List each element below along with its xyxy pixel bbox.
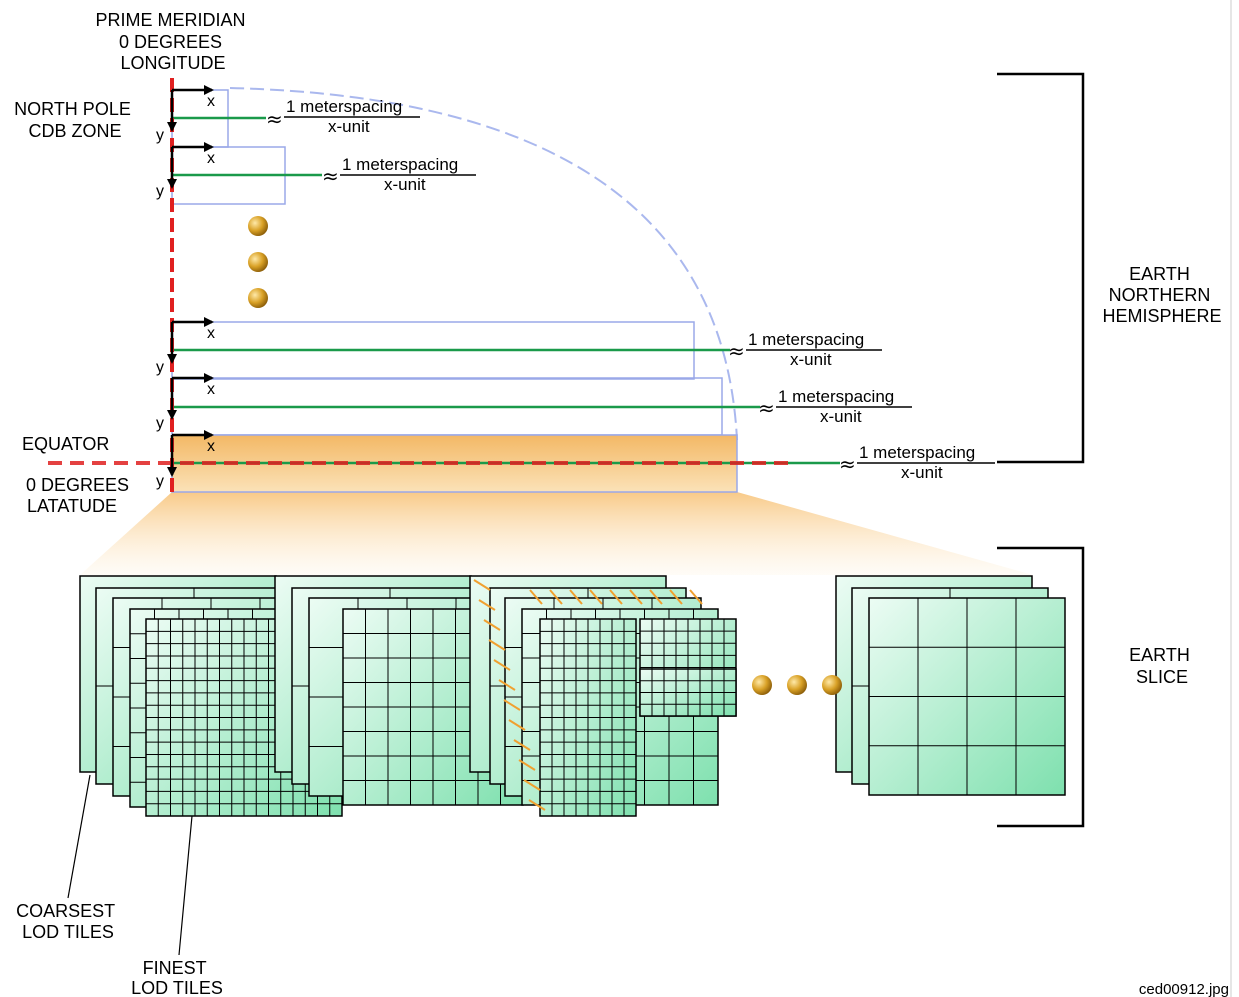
- ratio-annotation-2: ≈ 1 meterspacing x-unit: [322, 155, 476, 194]
- ratio-annotation-1: ≈ 1 meterspacing x-unit: [266, 97, 420, 136]
- ratio-denominator: x-unit: [328, 117, 370, 136]
- prime-meridian-label: PRIME MERIDIAN 0 DEGREES LONGITUDE: [95, 10, 250, 73]
- ratio-numerator: 1 meterspacing: [778, 387, 894, 406]
- approx-symbol: ≈: [322, 164, 339, 188]
- horizontal-ellipsis: [752, 675, 842, 695]
- axis-arrows: [167, 85, 214, 477]
- ratio-numerator: 1 meterspacing: [748, 330, 864, 349]
- axis-y-label: y: [156, 415, 164, 432]
- ratio-annotation-3: ≈ 1 meterspacing x-unit: [728, 330, 882, 369]
- right-tile-front-left-gridlines: [540, 619, 636, 816]
- axis-x-label: x: [207, 93, 215, 110]
- finest-leader: [178, 815, 193, 956]
- axis-x-label: x: [207, 150, 215, 167]
- projection-glow: [80, 492, 1033, 575]
- axis-x-label: x: [207, 381, 215, 398]
- slice-bracket: [997, 546, 1085, 828]
- slice-label: EARTH SLICE: [1129, 645, 1195, 687]
- hemisphere-bracket: [997, 72, 1085, 464]
- axis-x-label: x: [207, 325, 215, 342]
- axis-y-label: y: [156, 359, 164, 376]
- approx-symbol: ≈: [266, 107, 283, 131]
- ratio-denominator: x-unit: [790, 350, 832, 369]
- ratio-denominator: x-unit: [901, 463, 943, 482]
- equator-label: EQUATOR: [22, 434, 109, 454]
- right-tile-front-step-gridlines: [640, 669, 736, 716]
- approx-symbol: ≈: [728, 339, 745, 363]
- coarsest-label: COARSEST LOD TILES: [16, 901, 120, 942]
- axis-y-label: y: [156, 183, 164, 200]
- latitude-label: 0 DEGREES LATATUDE: [26, 475, 134, 516]
- hemisphere-label: EARTH NORTHERN HEMISPHERE: [1102, 264, 1221, 326]
- ratio-numerator: 1 meterspacing: [342, 155, 458, 174]
- approx-symbol: ≈: [839, 452, 856, 476]
- slice-end-tile-front-gridlines: [869, 598, 1065, 795]
- coarsest-leader: [67, 774, 91, 899]
- approx-symbol: ≈: [758, 396, 775, 420]
- ratio-denominator: x-unit: [820, 407, 862, 426]
- ratio-annotation-5: ≈ 1 meterspacing x-unit: [839, 443, 995, 482]
- ratio-numerator: 1 meterspacing: [859, 443, 975, 462]
- ratio-numerator: 1 meterspacing: [286, 97, 402, 116]
- axis-x-label: x: [207, 438, 215, 455]
- lod-tile-stacks: [79, 575, 1066, 817]
- ratio-annotation-4: ≈ 1 meterspacing x-unit: [758, 387, 912, 426]
- vertical-ellipsis: [248, 216, 268, 308]
- finest-label: FINEST LOD TILES: [131, 958, 223, 997]
- ratio-denominator: x-unit: [384, 175, 426, 194]
- edge-highlight-ticks: [473, 579, 703, 811]
- filename-label: ced00912.jpg: [1139, 981, 1229, 997]
- axis-y-label: y: [156, 127, 164, 144]
- axis-y-label: y: [156, 473, 164, 490]
- north-pole-label: NORTH POLE CDB ZONE: [14, 99, 136, 141]
- hemisphere-arc: [229, 87, 738, 441]
